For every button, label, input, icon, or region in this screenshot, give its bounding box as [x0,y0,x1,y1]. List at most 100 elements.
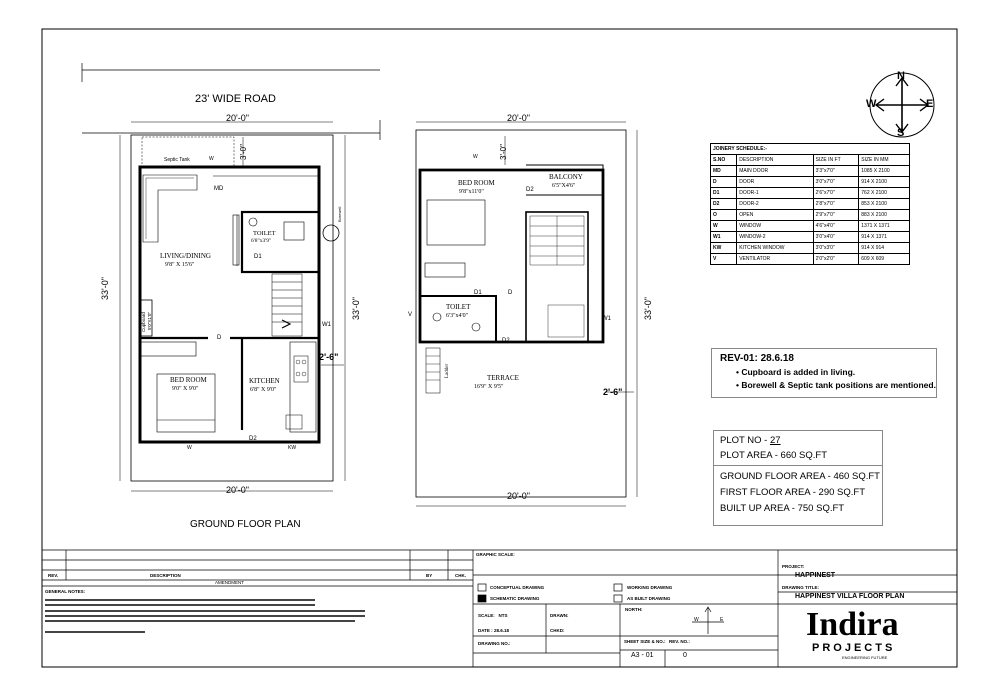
ff-setback: 3'-0" [499,144,508,160]
tag-w1: W1 [322,322,331,328]
tb-scale-value: NTS [498,613,508,618]
sheet-border [41,28,958,668]
tb-north-w: W [694,617,699,623]
ff-tag-d2-top: D2 [526,187,534,193]
tb-chk-col: CHK. [455,573,466,578]
tb-north-e: E [720,617,724,623]
revision-title: REV-01: 28.6.18 [720,353,794,364]
notes-line [45,620,355,622]
ff-bedroom-name: BED ROOM [458,179,495,187]
terrace-size: 16'9" X 9'5" [474,384,504,390]
gf-depth-left: 33'-0" [100,277,110,300]
notes-line [45,631,145,633]
tb-drawing-title-value: HAPPINEST VILLA FLOOR PLAN [795,593,905,600]
tb-north: NORTH: [625,607,643,612]
compass-e: E [926,98,934,110]
tag-d: D [217,335,222,341]
tb-project-value: HAPPINEST [795,572,836,579]
gf-toilet-wall [240,210,321,274]
borewell [322,224,340,242]
joinery-header-cell: SIZE IN FT [812,154,860,166]
joinery-cell: 2'9"x7'0" [812,209,860,221]
joinery-cell: 2'6"x7'0" [812,187,860,199]
joinery-cell: 1085 X 2100 [858,165,910,177]
tb-rev-no-label: REV. NO.: [669,639,690,644]
ff-staircase [525,211,589,343]
joinery-cell: D [709,176,738,188]
joinery-cell: 914 X 2100 [858,176,910,188]
ground-floor-area: GROUND FLOOR AREA - 460 SQ.FT [720,471,880,482]
joinery-cell: 3'0"x4'0" [812,231,860,243]
tb-desc-col: DESCRIPTION [150,573,181,578]
cupboard-label-2: 5'0"X1'0" [147,312,152,330]
living-name: LIVING/DINING [160,252,211,260]
road-label: 23' WIDE ROAD [195,93,276,105]
ff-bedroom-size: 9'8"x11'0" [459,189,484,195]
joinery-header-cell: SIZE IN MM [858,154,910,166]
joinery-cell: W [709,220,738,232]
joinery-cell: WINDOW [736,220,814,232]
gf-setback: 3'-0" [239,144,248,160]
tag-kw: KW [288,445,297,451]
ladder [425,347,441,394]
tb-date-value: 28.6.18 [493,628,509,633]
notes-line [45,604,315,606]
ff-wardrobe [424,262,466,278]
joinery-cell: D2 [709,198,738,210]
first-floor-plan [415,121,638,507]
tb-sheet-label: SHEET SIZE & NO.: [624,639,666,644]
tb-scale-label: SCALE: [478,613,495,618]
ff-toilet-name: TOILET [446,303,471,311]
tb-schematic: SCHEMATIC DRAWING [490,596,540,601]
title-block-lines [42,549,957,667]
joinery-schedule: JOINERY SCHEDULE:- S.NO DESCRIPTION SIZE… [709,143,910,265]
revision-item-text: Cupboard is added in living. [741,367,856,377]
tb-sheet-value: A3 - 01 [631,652,654,659]
logo-indira: Indira [806,606,899,643]
gf-toilet-name: TOILET [253,230,276,237]
ff-tag-w1: W1 [602,316,611,322]
joinery-cell: DOOR-2 [736,198,814,210]
joinery-cell: 3'0"x3'0" [812,242,860,254]
joinery-cell: 2'0"x2'0" [812,253,860,265]
borewell-label: Borewell [337,206,342,222]
ladder-label: Ladder [445,363,450,378]
gf-depth-right: 33'-0" [351,297,361,320]
joinery-cell: KITCHEN WINDOW [736,242,814,254]
tb-as-built: AS BUILT DRAWING [627,596,671,601]
tag-d1: D1 [254,254,262,260]
septic-tank [141,136,235,168]
ff-toilet-wall [419,295,497,343]
tb-general-notes: GENERAL NOTES: [45,589,86,594]
joinery-cell: V [709,253,738,265]
joinery-cell: 609 X 609 [858,253,910,265]
revision-item-text: Borewell & Septic tank positions are men… [741,380,936,390]
plot-info-box: PLOT NO - 27 PLOT AREA - 660 SQ.FT GROUN… [713,430,883,526]
ff-plot-boundary [415,129,627,498]
gf-bedroom-size: 9'0" X 9'0" [172,386,199,392]
ff-outer-wall [418,168,605,344]
ff-side-dim: 2'-6" [603,387,623,397]
joinery-header: S.NO DESCRIPTION SIZE IN FT SIZE IN MM [709,154,910,166]
joinery-cell: VENTILATOR [736,253,814,265]
joinery-cell: WINDOW-2 [736,231,814,243]
tb-graphic-scale: GRAPHIC SCALE: [476,552,515,557]
septic-label: Septic Tank [164,157,190,163]
logo-projects: PROJECTS [812,642,896,654]
tag-md: MD [214,186,224,192]
gf-wardrobe [139,341,197,357]
balcony-name: BALCONY [549,173,583,181]
first-floor-area: FIRST FLOOR AREA - 290 SQ.FT [720,487,866,498]
revision-item: • Cupboard is added in living. [736,367,856,377]
joinery-cell: 853 X 2100 [858,198,910,210]
revision-box: REV-01: 28.6.18 • Cupboard is added in l… [711,348,937,398]
joinery-cell: 883 X 2100 [858,209,910,221]
